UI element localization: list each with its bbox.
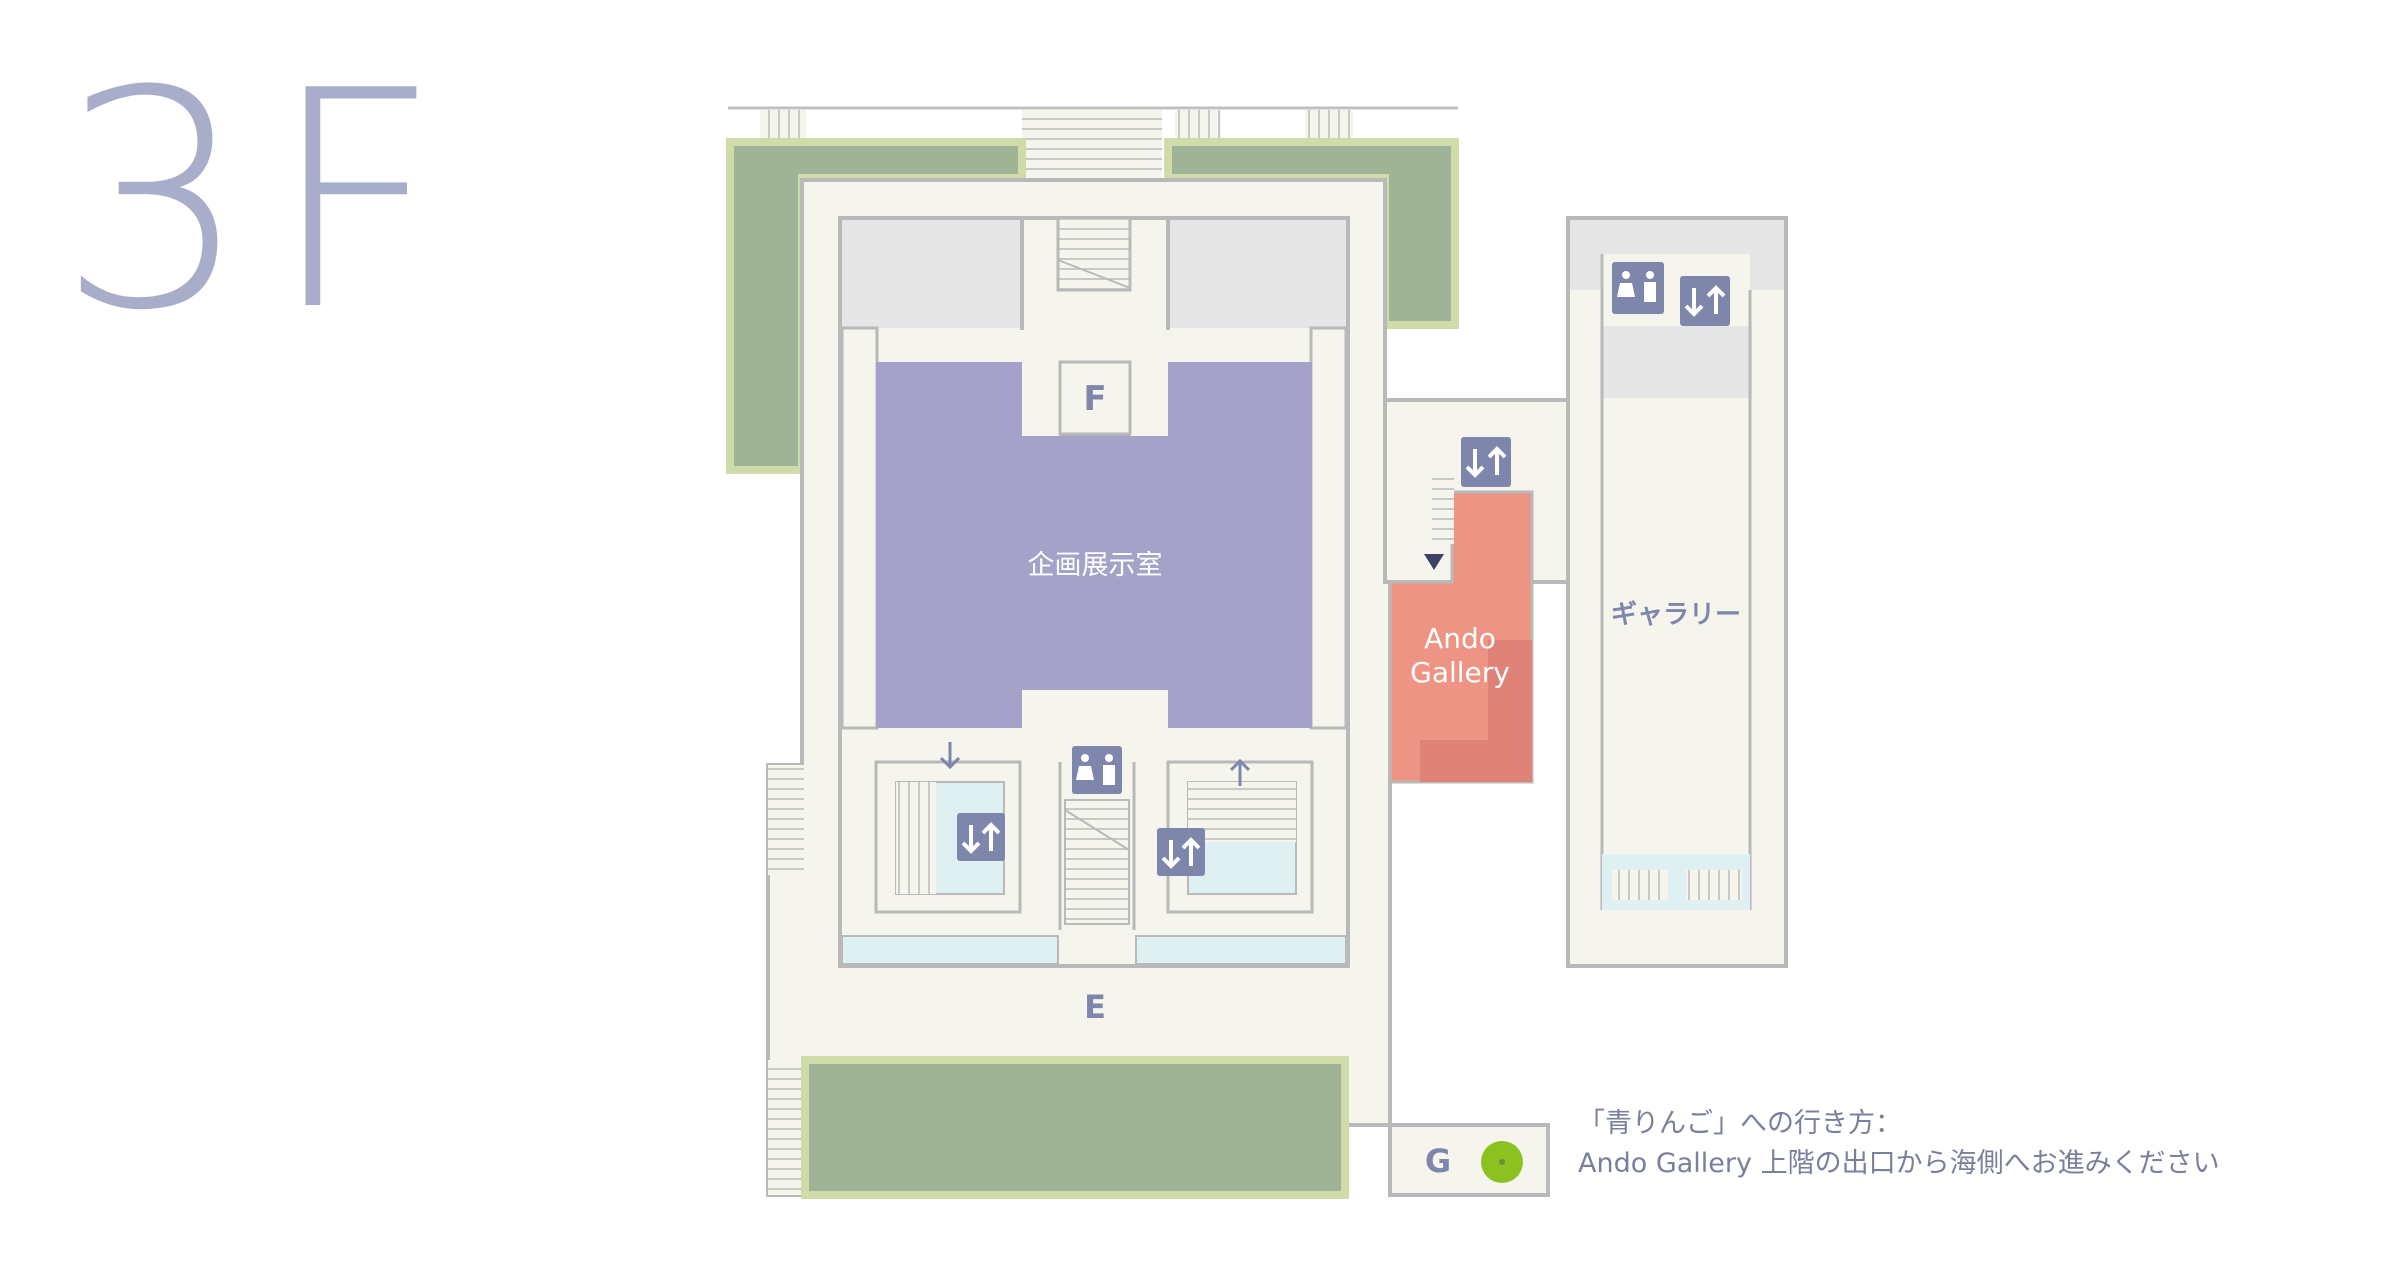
gallery-building[interactable]: ギャラリー [1566, 216, 1788, 968]
lower-core [841, 760, 1347, 965]
area-label-f: F [1083, 379, 1106, 419]
directions-note: 「青りんご」への行き方： Ando Gallery 上階の出口から海側へお進みく… [1578, 1104, 2220, 1184]
ando-gallery-label-line2: Gallery [1410, 656, 1510, 689]
triangle-down-icon [1424, 554, 1444, 570]
elevator-icon[interactable] [1157, 828, 1205, 876]
restroom-icon[interactable] [1612, 262, 1664, 314]
top-railing [728, 106, 1458, 180]
directions-note-line1: 「青りんご」への行き方： [1578, 1108, 1902, 1139]
elevator-icon[interactable] [1680, 276, 1730, 326]
floor-title: 3F [58, 27, 462, 376]
planting-bottom [801, 1056, 1349, 1199]
stairs-central [1064, 799, 1130, 925]
area-label-g: G [1425, 1142, 1451, 1180]
area-g: G [1388, 1123, 1550, 1197]
ando-gallery[interactable]: Ando Gallery [1388, 478, 1534, 784]
gallery-label: ギャラリー [1611, 600, 1741, 630]
exhibition-room[interactable]: F 企画展示室 [876, 360, 1312, 728]
stairs-north [1056, 216, 1132, 292]
elevator-icon[interactable] [957, 813, 1005, 861]
stairs-west [768, 765, 804, 875]
arrow-down-icon [939, 742, 961, 770]
directions-note-line2: Ando Gallery 上階の出口から海側へお進みください [1578, 1148, 2220, 1179]
exhibition-room-label: 企画展示室 [1028, 550, 1163, 581]
top-stairs [1022, 110, 1162, 180]
restroom-icon[interactable] [1072, 746, 1122, 794]
elevator-icon[interactable] [1461, 437, 1511, 487]
area-label-e: E [1084, 988, 1106, 1026]
ando-gallery-label-line1: Ando [1424, 622, 1496, 655]
arrow-up-icon [1229, 758, 1251, 786]
